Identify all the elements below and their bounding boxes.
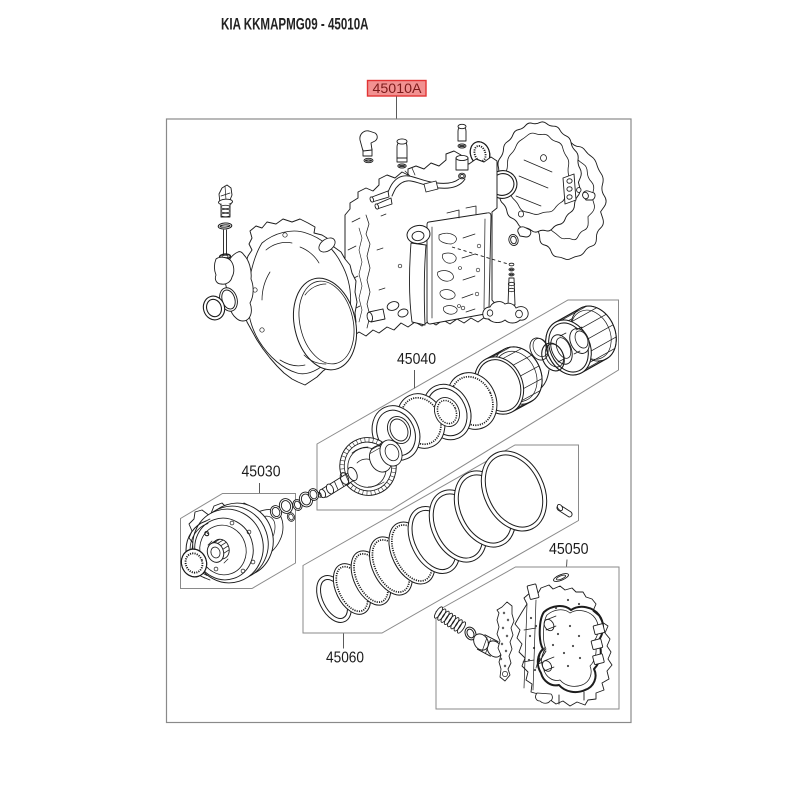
svg-text:45050: 45050 — [549, 541, 589, 558]
svg-text:45030: 45030 — [242, 464, 281, 481]
svg-text:45060: 45060 — [326, 650, 364, 667]
svg-text:G: G — [204, 531, 210, 538]
svg-text:45010A: 45010A — [373, 81, 423, 97]
svg-text:KIA KKMAPMG09 - 45010A: KIA KKMAPMG09 - 45010A — [221, 15, 369, 34]
svg-text:45040: 45040 — [397, 351, 436, 368]
